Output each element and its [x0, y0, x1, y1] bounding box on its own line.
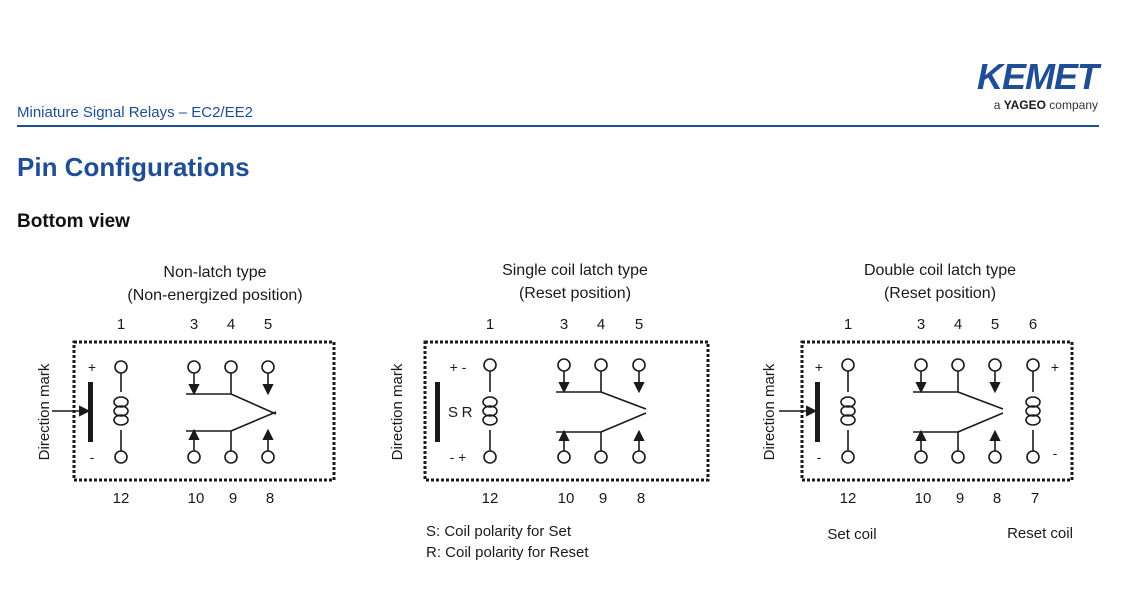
pin-number: 12 — [113, 490, 130, 507]
diagram-double-coil-latch: Double coil latch type (Reset position) … — [761, 262, 1074, 543]
coil-top-polarity: + - — [450, 359, 467, 375]
page-title: Pin Configurations — [17, 152, 250, 182]
coil-minus-label: - — [90, 449, 95, 465]
logo-tagline: a YAGEO company — [993, 98, 1098, 112]
direction-mark-label: Direction mark — [761, 363, 778, 460]
pin-number: 7 — [1031, 490, 1039, 507]
diagram-title: Double coil latch type — [864, 262, 1016, 279]
direction-mark-label: Direction mark — [36, 363, 53, 460]
diagram-non-latch: Non-latch type (Non-energized position) … — [36, 264, 336, 507]
coil-note: R: Coil polarity for Reset — [426, 544, 589, 561]
set-coil-minus-label: - — [817, 449, 822, 465]
diagram-title: Single coil latch type — [502, 262, 648, 279]
direction-mark-label: Direction mark — [389, 363, 406, 460]
pin-number: 9 — [229, 490, 237, 507]
document-title: Miniature Signal Relays – EC2/EE2 — [17, 104, 253, 121]
diagram-single-coil-latch: Single coil latch type (Reset position) … — [389, 262, 710, 561]
diagram-subtitle: (Non-energized position) — [127, 287, 302, 304]
pin-number: 12 — [840, 490, 857, 507]
coil-bottom-polarity: - + — [450, 449, 467, 465]
pin-number: 5 — [635, 316, 643, 333]
pin-number: 10 — [558, 490, 575, 507]
direction-mark-bar — [435, 382, 440, 442]
kemet-logo: KEMET a YAGEO company — [950, 56, 1099, 118]
diagram-title: Non-latch type — [163, 264, 266, 281]
pin-number: 10 — [188, 490, 205, 507]
direction-mark-bar — [88, 382, 93, 442]
pin-number: 10 — [915, 490, 932, 507]
logo-wordmark: KEMET — [977, 56, 1099, 97]
pin-number: 8 — [266, 490, 274, 507]
reset-coil-label: Reset coil — [1007, 525, 1073, 542]
header-divider — [17, 125, 1099, 127]
coil-symbol — [113, 360, 129, 464]
pin-number: 5 — [991, 316, 999, 333]
contact-switch — [556, 358, 647, 464]
coil-symbol — [482, 358, 498, 464]
pin-number: 5 — [264, 316, 272, 333]
coil-plus-label: + — [88, 359, 96, 375]
diagram-subtitle: (Reset position) — [884, 285, 996, 302]
pin-number: 8 — [637, 490, 645, 507]
relay-outline — [72, 340, 336, 482]
coil-set-label: S — [448, 404, 458, 421]
reset-coil-symbol — [1025, 358, 1041, 464]
pin-number: 1 — [844, 316, 852, 333]
coil-note: S: Coil polarity for Set — [426, 523, 572, 540]
pin-number: 3 — [560, 316, 568, 333]
contact-switch — [186, 360, 277, 464]
pin-number: 1 — [117, 316, 125, 333]
reset-coil-minus-label: - — [1053, 445, 1058, 461]
direction-mark-bar — [815, 382, 820, 442]
pin-number: 9 — [599, 490, 607, 507]
contact-switch — [913, 358, 1004, 464]
pin-number: 4 — [954, 316, 962, 333]
pin-number: 12 — [482, 490, 499, 507]
pin-number: 9 — [956, 490, 964, 507]
set-coil-label: Set coil — [827, 526, 876, 543]
set-coil-symbol — [840, 358, 856, 464]
relay-outline — [423, 340, 710, 482]
pin-number: 4 — [227, 316, 235, 333]
coil-reset-label: R — [462, 404, 473, 421]
pin-number: 3 — [190, 316, 198, 333]
pin-number: 4 — [597, 316, 605, 333]
pin-number: 1 — [486, 316, 494, 333]
diagram-subtitle: (Reset position) — [519, 285, 631, 302]
set-coil-plus-label: + — [815, 359, 823, 375]
pin-number: 6 — [1029, 316, 1037, 333]
pin-number: 3 — [917, 316, 925, 333]
section-title: Bottom view — [17, 211, 130, 232]
pin-number: 8 — [993, 490, 1001, 507]
reset-coil-plus-label: + — [1051, 359, 1059, 375]
